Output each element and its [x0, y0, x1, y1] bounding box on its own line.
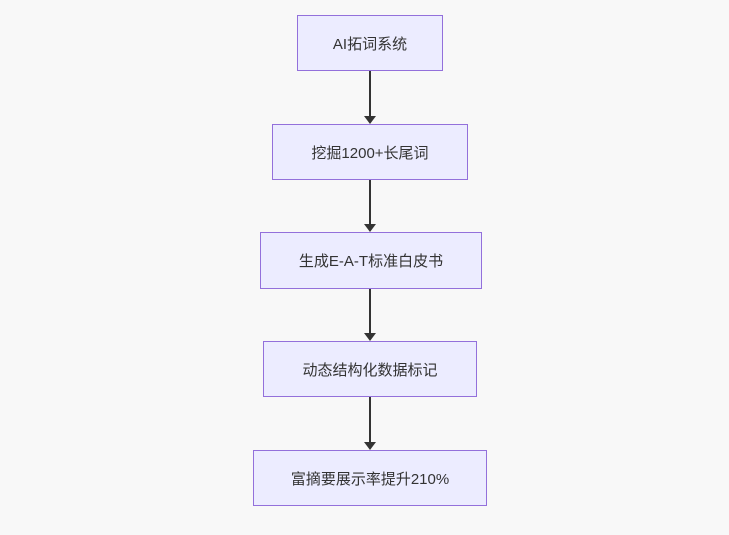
flow-node-rich-snippet-uplift: 富摘要展示率提升210%: [253, 450, 487, 506]
flow-node-label: 动态结构化数据标记: [302, 361, 438, 379]
flow-node-ai-keyword-system: AI拓词系统: [297, 15, 443, 71]
flow-node-label: 挖掘1200+长尾词: [311, 144, 429, 162]
flow-node-label: 富摘要展示率提升210%: [290, 470, 450, 488]
edge-arrow-down-icon: [369, 397, 371, 443]
flow-node-structured-data-markup: 动态结构化数据标记: [263, 341, 477, 397]
edge-arrow-down-icon: [369, 289, 371, 334]
edge-arrow-down-icon: [369, 180, 371, 225]
flow-node-label: AI拓词系统: [332, 35, 408, 53]
flow-node-eat-whitepaper: 生成E-A-T标准白皮书: [260, 232, 482, 289]
edge-arrow-down-icon: [369, 71, 371, 117]
flow-node-longtail-mining: 挖掘1200+长尾词: [272, 124, 468, 180]
flow-node-label: 生成E-A-T标准白皮书: [298, 253, 444, 270]
